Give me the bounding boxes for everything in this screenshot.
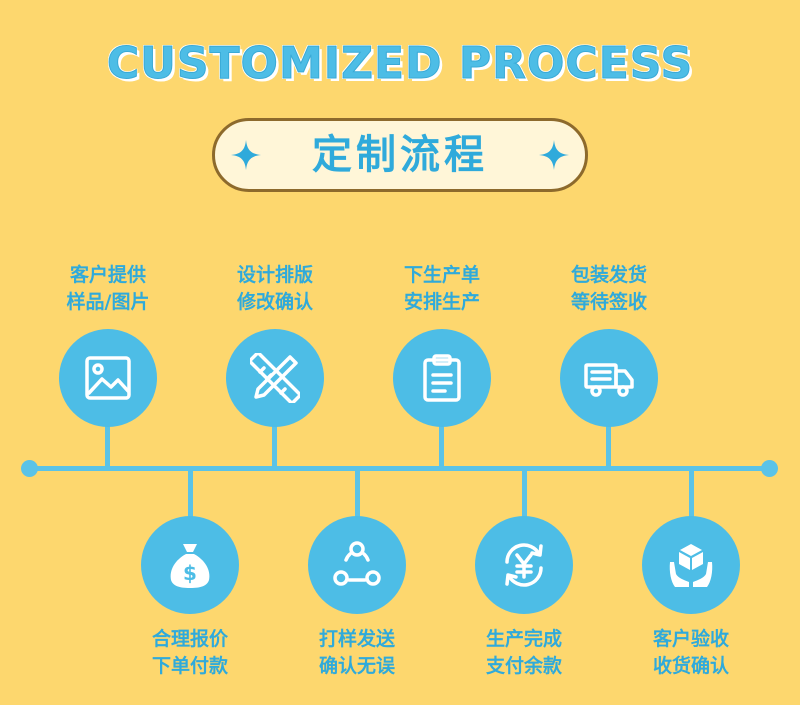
step-label: 生产完成 支付余款 — [449, 626, 599, 680]
title-pill: 定制流程 — [212, 118, 588, 192]
sparkle-icon — [231, 140, 261, 170]
step-label-line2: 下单付款 — [151, 655, 228, 677]
connector — [689, 469, 694, 517]
step-label-line1: 设计排版 — [236, 264, 313, 286]
truck-icon — [584, 363, 634, 397]
title-chinese: 定制流程 — [312, 132, 488, 178]
image-icon — [85, 356, 131, 400]
step-circle — [642, 516, 740, 614]
design-tools-icon — [250, 353, 300, 403]
step-label: 下生产单 安排生产 — [367, 262, 517, 316]
yuan-exchange-icon — [505, 543, 543, 587]
svg-text:$: $ — [183, 561, 197, 585]
connector — [439, 420, 444, 468]
step-label-line1: 生产完成 — [485, 628, 562, 650]
step-label-line2: 收货确认 — [652, 655, 729, 677]
timeline-end-dot — [761, 460, 778, 477]
step-label-line2: 安排生产 — [403, 291, 480, 313]
timeline-start-dot — [21, 460, 38, 477]
step-label-line1: 打样发送 — [318, 628, 395, 650]
step-circle: $ — [141, 516, 239, 614]
step-label-line2: 修改确认 — [236, 291, 313, 313]
step-label: 设计排版 修改确认 — [200, 262, 350, 316]
connector — [105, 420, 110, 468]
connector — [355, 469, 360, 517]
step-label: 包装发货 等待签收 — [534, 262, 684, 316]
connector — [522, 469, 527, 517]
step-circle — [560, 329, 658, 427]
step-circle — [475, 516, 573, 614]
timeline-line — [30, 466, 770, 471]
step-label: 客户提供 样品/图片 — [33, 262, 183, 316]
step-label-line2: 等待签收 — [570, 291, 647, 313]
package-hands-icon — [669, 544, 713, 587]
connector — [272, 420, 277, 468]
network-icon — [333, 541, 381, 586]
step-label-line1: 合理报价 — [151, 628, 228, 650]
step-label: 打样发送 确认无误 — [282, 626, 432, 680]
step-label-line2: 样品/图片 — [66, 291, 150, 313]
step-circle — [226, 329, 324, 427]
clipboard-icon — [423, 354, 461, 402]
step-label-line1: 客户验收 — [652, 628, 729, 650]
step-circle — [59, 329, 157, 427]
step-label-line2: 支付余款 — [485, 655, 562, 677]
sparkle-icon — [539, 140, 569, 170]
title-english: CUSTOMIZED PROCESS — [106, 38, 694, 90]
money-bag-icon: $ — [170, 544, 210, 588]
connector — [188, 469, 193, 517]
step-label-line1: 下生产单 — [403, 264, 480, 286]
connector — [606, 420, 611, 468]
step-label-line1: 包装发货 — [570, 264, 647, 286]
step-circle — [393, 329, 491, 427]
step-label: 合理报价 下单付款 — [115, 626, 265, 680]
step-circle — [308, 516, 406, 614]
step-label-line1: 客户提供 — [69, 264, 146, 286]
step-label: 客户验收 收货确认 — [616, 626, 766, 680]
step-label-line2: 确认无误 — [318, 655, 395, 677]
